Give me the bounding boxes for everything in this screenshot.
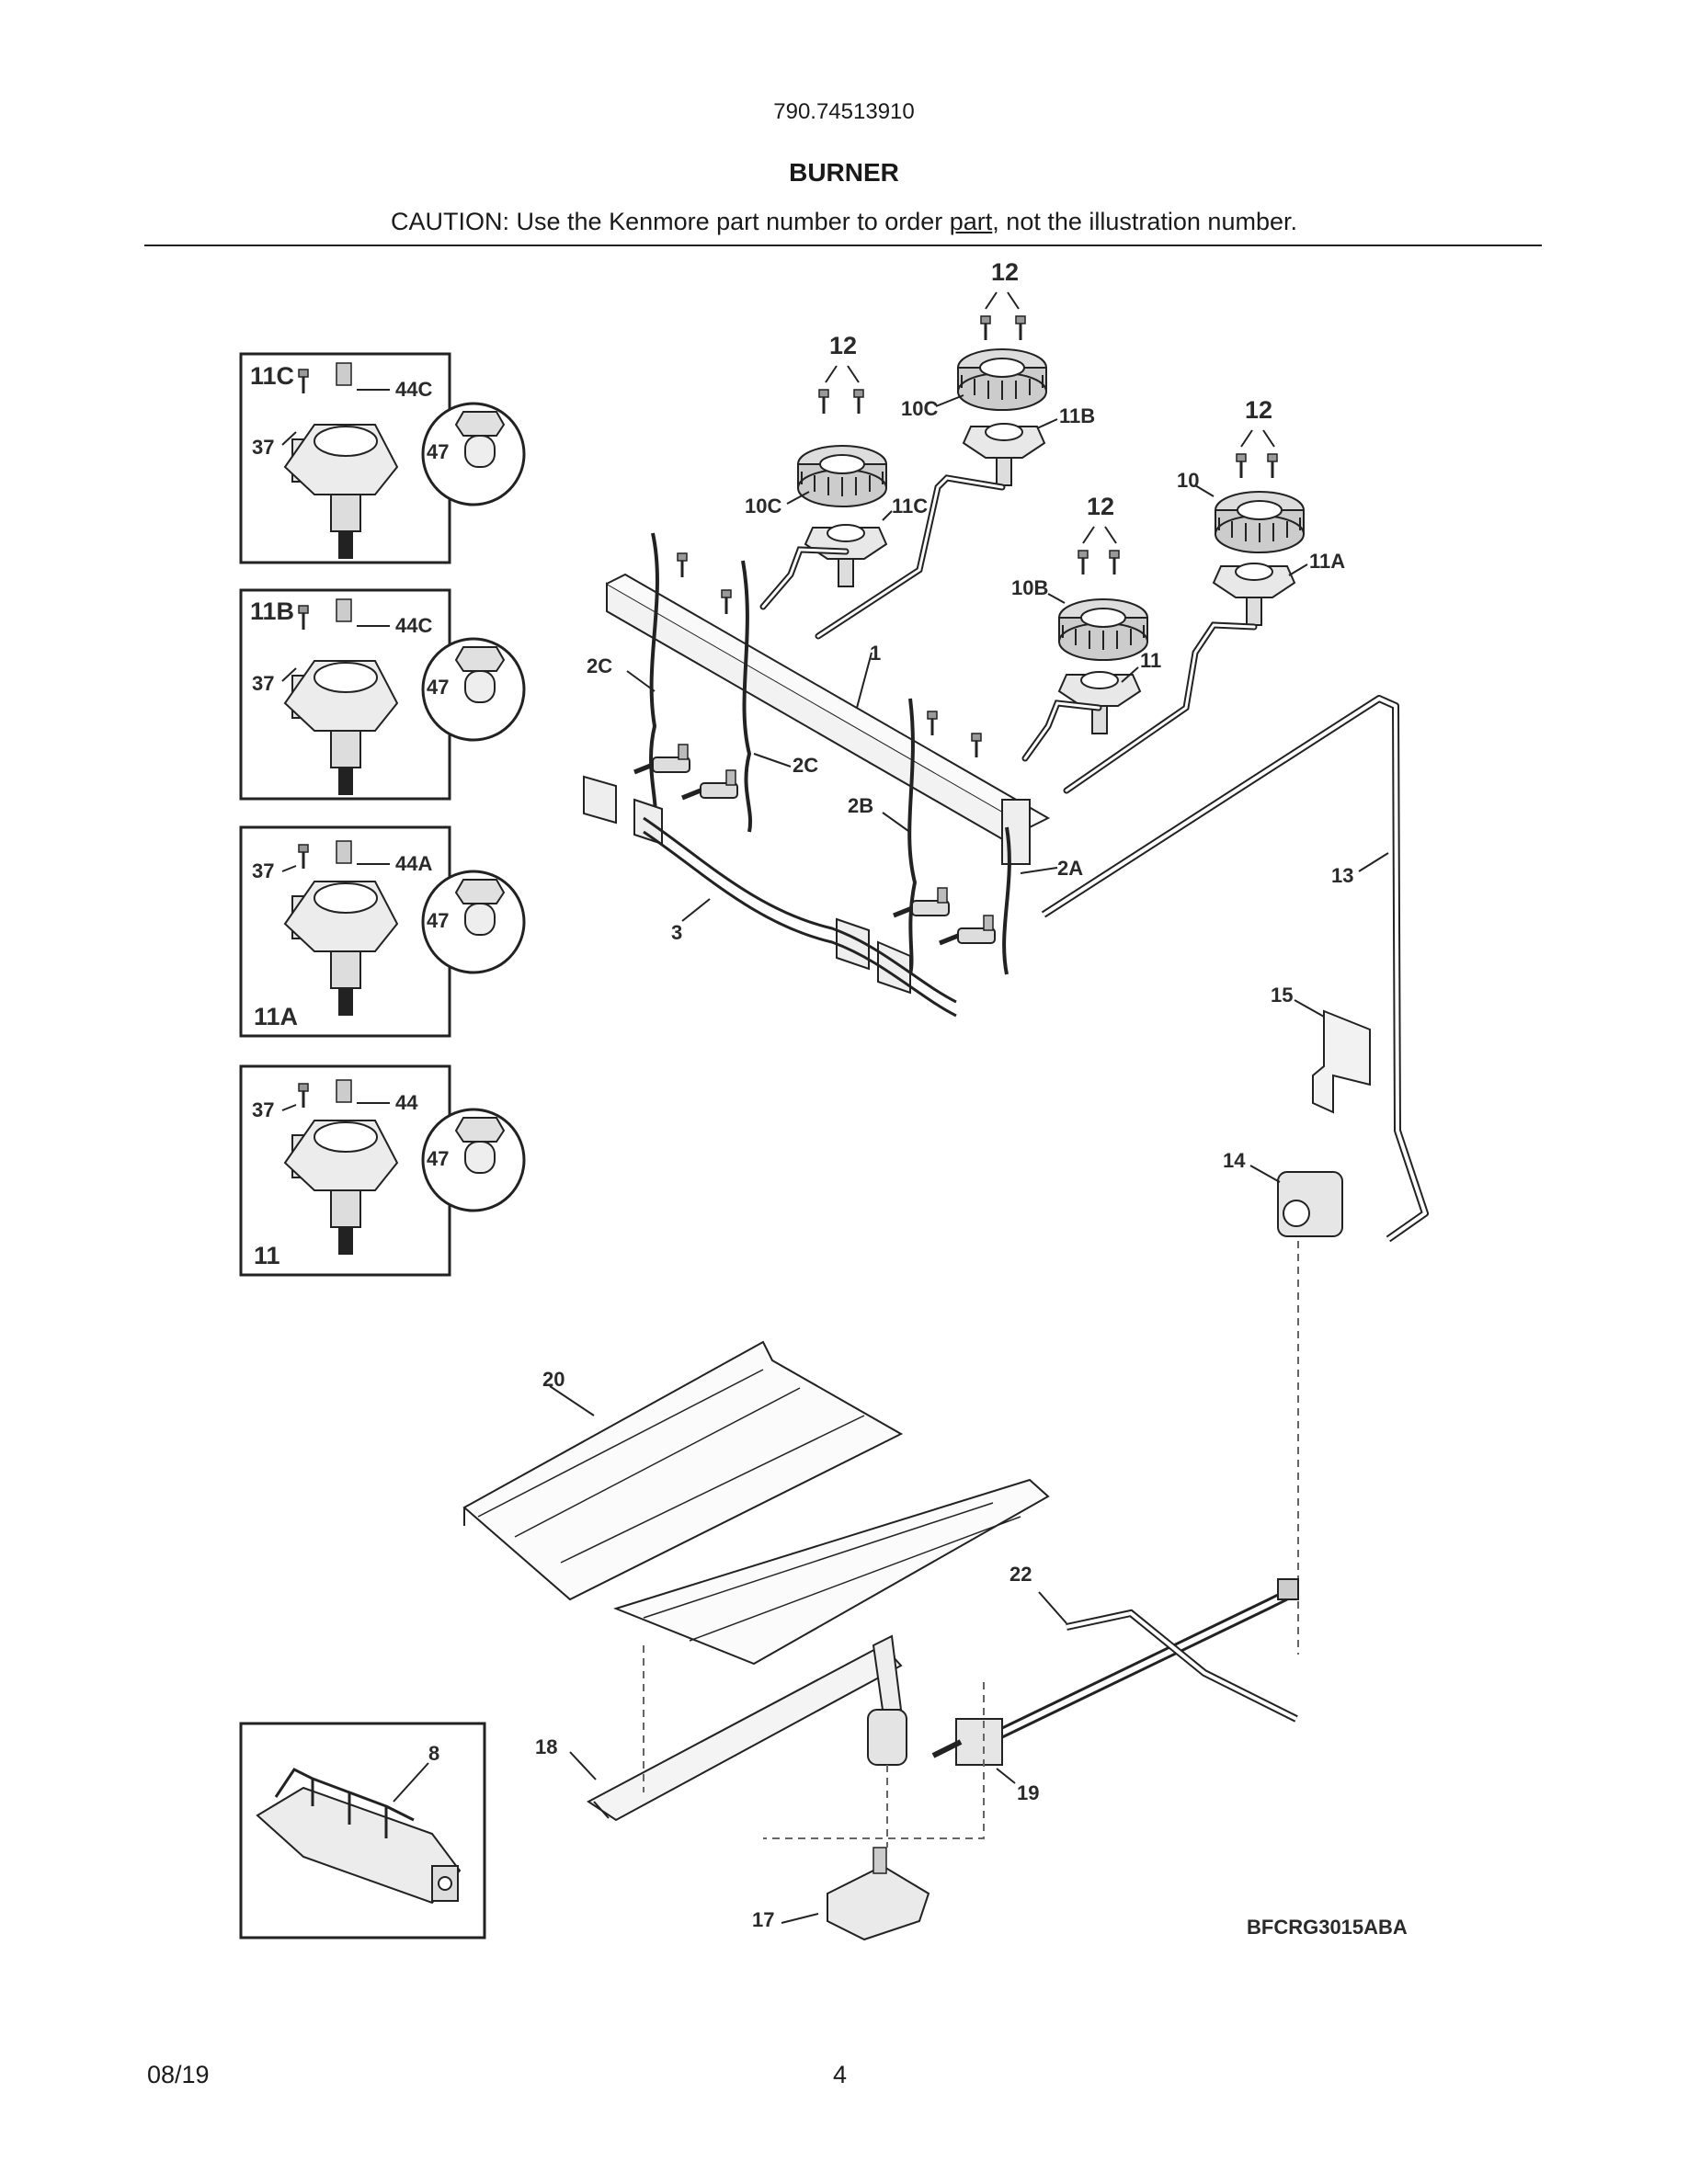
caution-prefix: CAUTION: Use the Kenmore part number to … — [391, 208, 950, 235]
section-title: BURNER — [789, 158, 899, 187]
callout-47-inset-a: 47 — [427, 440, 449, 463]
callout-44c-inset-b: 44C — [395, 614, 432, 637]
callout-11b-inset: 11B — [250, 597, 294, 625]
oven-burner-assembly: 18 19 22 17 — [535, 1563, 1299, 1941]
heat-shields: 20 — [462, 1340, 1050, 1666]
model-number: 790.74513910 — [773, 99, 915, 124]
footer-page-number: 4 — [833, 2061, 848, 2088]
callout-37-inset-a: 37 — [252, 436, 274, 459]
callout-10c-b: 10C — [745, 495, 781, 518]
callout-22: 22 — [1009, 1563, 1032, 1586]
callout-44-inset: 44 — [395, 1091, 418, 1114]
callout-37-inset-d: 37 — [252, 1098, 274, 1121]
footer-date: 08/19 — [147, 2061, 210, 2088]
burner-front-left: 12 10C 11C — [745, 332, 928, 587]
inset-panel-11c: 11C 44C 37 47 — [239, 352, 526, 563]
supply-tube: 13 — [1041, 695, 1429, 1243]
regulator-assembly: 15 14 — [1223, 984, 1371, 1655]
callout-2c-b: 2C — [793, 754, 818, 777]
callout-11a: 11A — [1309, 550, 1345, 573]
callout-11b: 11B — [1059, 404, 1095, 427]
burner-rear-right: 12 10 11A — [1177, 396, 1345, 626]
callout-10b: 10B — [1011, 576, 1048, 599]
callout-11: 11 — [1140, 649, 1161, 672]
inset-panel-8-spark-module: 8 — [239, 1722, 486, 1939]
burner-rear-left: 12 10C 11B — [901, 258, 1095, 486]
callout-11c-inset: 11C — [250, 362, 294, 390]
callout-14: 14 — [1223, 1149, 1246, 1172]
callout-44c-inset-a: 44C — [395, 378, 432, 401]
callout-18: 18 — [535, 1735, 557, 1758]
caution-note: CAUTION: Use the Kenmore part number to … — [0, 208, 1688, 236]
header-rule — [144, 245, 1542, 246]
callout-10: 10 — [1177, 469, 1199, 492]
callout-10c-a: 10C — [901, 397, 938, 420]
callout-2b: 2B — [848, 794, 873, 817]
callout-2c-a: 2C — [587, 654, 612, 677]
callout-1: 1 — [870, 642, 881, 665]
caution-suffix: , not the illustration number. — [992, 208, 1297, 235]
callout-12-d: 12 — [1087, 493, 1114, 520]
callout-12-c: 12 — [1245, 396, 1272, 424]
callout-47-inset-d: 47 — [427, 1147, 449, 1170]
callout-12-b: 12 — [829, 332, 857, 359]
callout-13: 13 — [1331, 864, 1353, 887]
inset-panel-11a: 11A 44A 37 47 — [239, 825, 526, 1038]
callout-3: 3 — [671, 921, 682, 944]
callout-19: 19 — [1017, 1781, 1039, 1804]
callout-15: 15 — [1271, 984, 1293, 1007]
callout-37-inset-c: 37 — [252, 859, 274, 882]
callout-8: 8 — [428, 1742, 439, 1765]
callout-11a-inset: 11A — [254, 1003, 298, 1030]
drawing-code: BFCRG3015ABA — [1247, 1916, 1408, 1939]
callout-11c: 11C — [892, 495, 928, 518]
callout-47-inset-c: 47 — [427, 909, 449, 932]
manifold-assembly: 1 2C 2C 2B 2A 3 — [583, 532, 1083, 1018]
callout-17: 17 — [752, 1908, 774, 1931]
callout-2a: 2A — [1057, 857, 1083, 880]
callout-12-a: 12 — [991, 258, 1019, 286]
inset-panel-11b: 11B 44C 37 47 — [239, 588, 526, 799]
callout-47-inset-b: 47 — [427, 676, 449, 699]
burner-front-right: 12 10B 11 — [1011, 493, 1161, 734]
caution-part-link[interactable]: part — [949, 208, 993, 235]
callout-20: 20 — [542, 1368, 565, 1391]
inset-panel-11: 11 44 37 47 — [239, 1064, 526, 1277]
callout-37-inset-b: 37 — [252, 672, 274, 695]
callout-44a-inset: 44A — [395, 852, 432, 875]
callout-11-inset: 11 — [254, 1242, 280, 1269]
